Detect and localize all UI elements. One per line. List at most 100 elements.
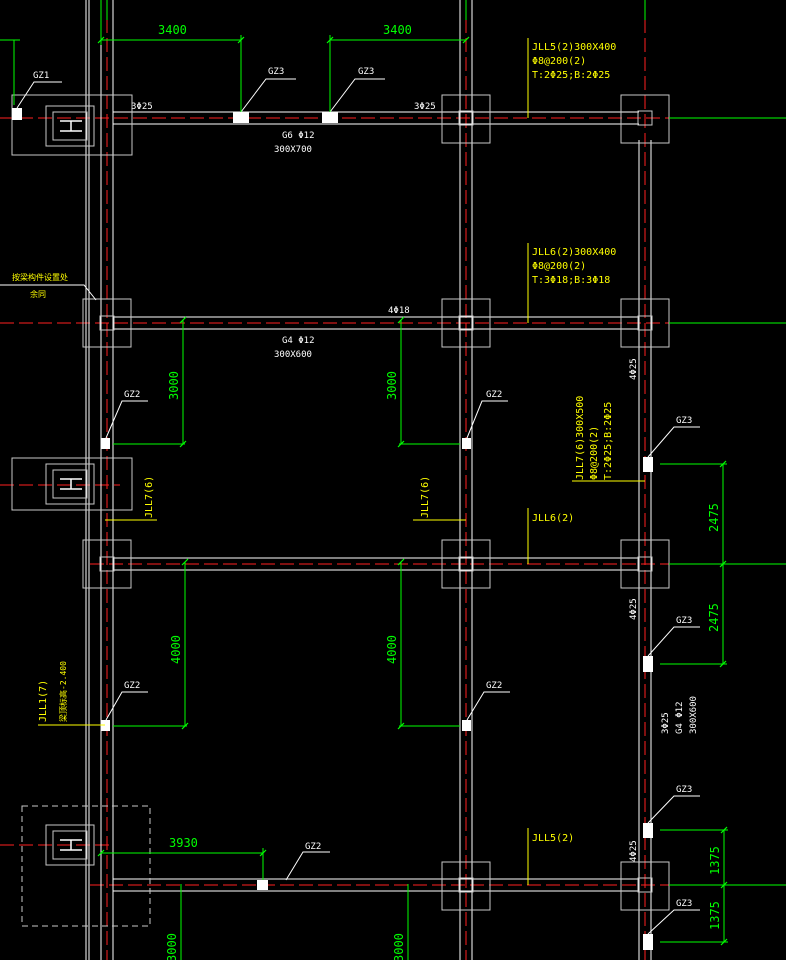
dim-bottom-cut-center: 3000 (392, 933, 406, 960)
leader-line (240, 78, 296, 113)
steel-column-cap-outline (11, 457, 133, 511)
tick (97, 36, 105, 44)
tick (397, 722, 405, 730)
label-gz1: GZ1 (33, 71, 49, 81)
gz3-marker[interactable] (322, 112, 338, 123)
label-rebar-3d25: 3Φ25 (414, 102, 436, 112)
label-gz2: GZ2 (124, 390, 140, 400)
column-outline (441, 539, 491, 589)
steel-column-plate (45, 824, 95, 866)
jll7-right-line-2: Φ8@200(2) (589, 426, 600, 480)
gz2-marker[interactable] (462, 720, 471, 731)
gz-markers (12, 108, 653, 950)
column-outline (82, 539, 132, 589)
label-gz2: GZ2 (486, 390, 502, 400)
tick (181, 558, 189, 566)
gz1-marker[interactable] (12, 108, 22, 120)
column-core (99, 556, 115, 572)
label-beam-g6-size: 300X700 (274, 145, 312, 155)
leader-line (105, 400, 148, 439)
tick (397, 558, 405, 566)
note-labels: 按梁构件设置处 余同 (12, 272, 68, 299)
label-beam-g6: G6 Φ12 (282, 131, 315, 141)
label-rebar-3d25: 3Φ25 (131, 102, 153, 112)
dim-low-left: 4000 (169, 635, 183, 664)
label-beam-g4-size: 300X600 (274, 350, 312, 360)
tick (719, 660, 727, 668)
column-outline (82, 298, 132, 348)
leader-line (105, 691, 148, 721)
label-gz3: GZ3 (676, 416, 692, 426)
dim-low-center: 4000 (385, 635, 399, 664)
label-gz2: GZ2 (486, 681, 502, 691)
leader-line (647, 626, 700, 657)
label-beam-g4: G4 Φ12 (282, 336, 315, 346)
right-beam-stirrup: G4 Φ12 (675, 701, 685, 734)
label-gz3: GZ3 (676, 616, 692, 626)
dim-top-right: 3400 (383, 23, 412, 37)
label-rebar-4d25: 4Φ25 (629, 840, 639, 862)
i-section-symbol (60, 120, 82, 132)
column-outline (441, 298, 491, 348)
label-rebar-4d18: 4Φ18 (388, 306, 410, 316)
column-core (458, 877, 474, 893)
right-beam-rebar: 3Φ25 (661, 712, 671, 734)
jll1-elevation: 梁顶标高-2.400 (58, 661, 68, 722)
column-core (637, 315, 653, 331)
gz2-marker[interactable] (462, 438, 471, 449)
tick (719, 560, 727, 568)
column-core (637, 556, 653, 572)
tick (720, 881, 728, 889)
dim-mid-center: 3000 (385, 371, 399, 400)
column-outline (620, 861, 670, 911)
leader-line (647, 795, 700, 824)
label-gz3: GZ3 (676, 899, 692, 909)
i-section-symbol (60, 478, 82, 490)
label-gz2: GZ2 (305, 842, 321, 852)
gz3-marker[interactable] (643, 457, 653, 472)
gz2-marker[interactable] (101, 438, 110, 449)
jll5-line-2: Φ8@200(2) (532, 56, 586, 67)
jll5-line-3: T:2Φ25;B:2Φ25 (532, 70, 610, 81)
gz2-marker[interactable] (101, 720, 110, 731)
steel-column-cap-outline (11, 94, 133, 156)
gz3-marker[interactable] (233, 112, 249, 123)
jll5-bottom-label: JLL5(2) (532, 833, 574, 844)
yellow-annotations: JLL5(2)300X400 Φ8@200(2) T:2Φ25;B:2Φ25 J… (38, 42, 616, 844)
dim-top-left: 3400 (158, 23, 187, 37)
steel-column-cap-dashed (21, 805, 151, 927)
label-rebar-4d25: 4Φ25 (629, 598, 639, 620)
column-core (99, 315, 115, 331)
gz2-marker[interactable] (257, 880, 268, 890)
tick (326, 36, 334, 44)
gz3-marker[interactable] (643, 934, 653, 950)
jll7-center-label: JLL7(6) (420, 476, 431, 518)
tick (259, 849, 267, 857)
note-text-2: 余同 (30, 289, 46, 299)
label-gz2: GZ2 (124, 681, 140, 691)
leader-line (285, 851, 330, 881)
dim-right-bottom-upper: 1375 (708, 846, 722, 875)
dim-right-lower: 2475 (707, 603, 721, 632)
jll1-label: JLL1(7) (38, 680, 49, 722)
column-outline (441, 94, 491, 144)
jll7-left-label: JLL7(6) (144, 476, 155, 518)
dim-right-bottom-lower: 1375 (708, 901, 722, 930)
tick (462, 36, 470, 44)
steel-column-plate-inner (52, 469, 88, 499)
tick (397, 440, 405, 448)
beams (85, 0, 652, 960)
gz3-marker[interactable] (643, 823, 653, 838)
tick (720, 938, 728, 946)
leader-line (329, 78, 385, 113)
jll7-right-line-3: T:2Φ25;B:2Φ25 (603, 402, 614, 480)
gz3-marker[interactable] (643, 656, 653, 672)
label-gz3: GZ3 (268, 67, 284, 77)
annotation-leaders (38, 38, 645, 885)
jll7-right-line-1: JLL7(6)300X500 (575, 396, 586, 480)
leader-line (16, 81, 62, 109)
gz-leaders (0, 78, 700, 935)
dim-bottom-left: 3930 (169, 836, 198, 850)
